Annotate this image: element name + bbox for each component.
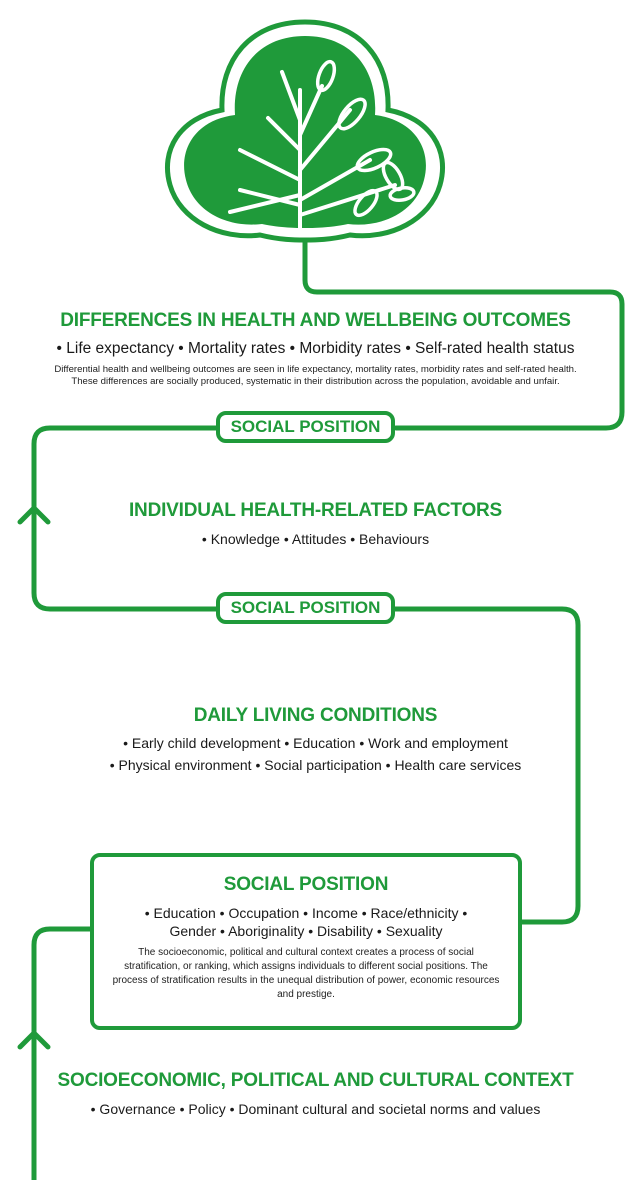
flow-line-individual (31, 425, 219, 612)
outcomes-note: Differential health and wellbeing outcom… (0, 364, 631, 388)
social-position-title: SOCIAL POSITION (223, 874, 389, 895)
daily-items-line1: • Early child development • Education • … (123, 735, 508, 751)
context-items: • Governance • Policy • Dominant cultura… (90, 1101, 541, 1117)
social-position-items-line2: Gender • Aboriginality • Disability • Se… (169, 923, 443, 939)
social-position-card (90, 853, 522, 1030)
outcomes-items: • Life expectancy • Mortality rates • Mo… (56, 340, 575, 357)
context-title: SOCIOECONOMIC, POLITICAL AND CULTURAL CO… (57, 1070, 574, 1091)
outcomes-title: DIFFERENCES IN HEALTH AND WELLBEING OUTC… (60, 310, 571, 331)
flow-line-context (31, 926, 93, 1180)
outcomes-note-line1: Differential health and wellbeing outcom… (54, 364, 577, 375)
individual-title: INDIVIDUAL HEALTH-RELATED FACTORS (128, 500, 503, 521)
social-position-note: The socioeconomic, political and cultura… (112, 947, 500, 1000)
social-position-items-line1: • Education • Occupation • Income • Race… (144, 905, 468, 921)
flow-line-outcomes (302, 237, 625, 431)
daily-items-line2: • Physical environment • Social particip… (109, 757, 522, 773)
social-position-badge-mid: SOCIAL POSITION (216, 592, 395, 624)
arrow-up-icon (17, 1030, 51, 1050)
arrow-up-icon (17, 505, 51, 525)
individual-items: • Knowledge • Attitudes • Behaviours (201, 531, 430, 547)
daily-title: DAILY LIVING CONDITIONS (193, 705, 438, 726)
outcomes-note-line2: These differences are socially produced,… (71, 376, 560, 387)
flow-line-daily (392, 606, 581, 925)
tree-icon (164, 19, 446, 243)
social-position-badge-top: SOCIAL POSITION (216, 411, 395, 443)
